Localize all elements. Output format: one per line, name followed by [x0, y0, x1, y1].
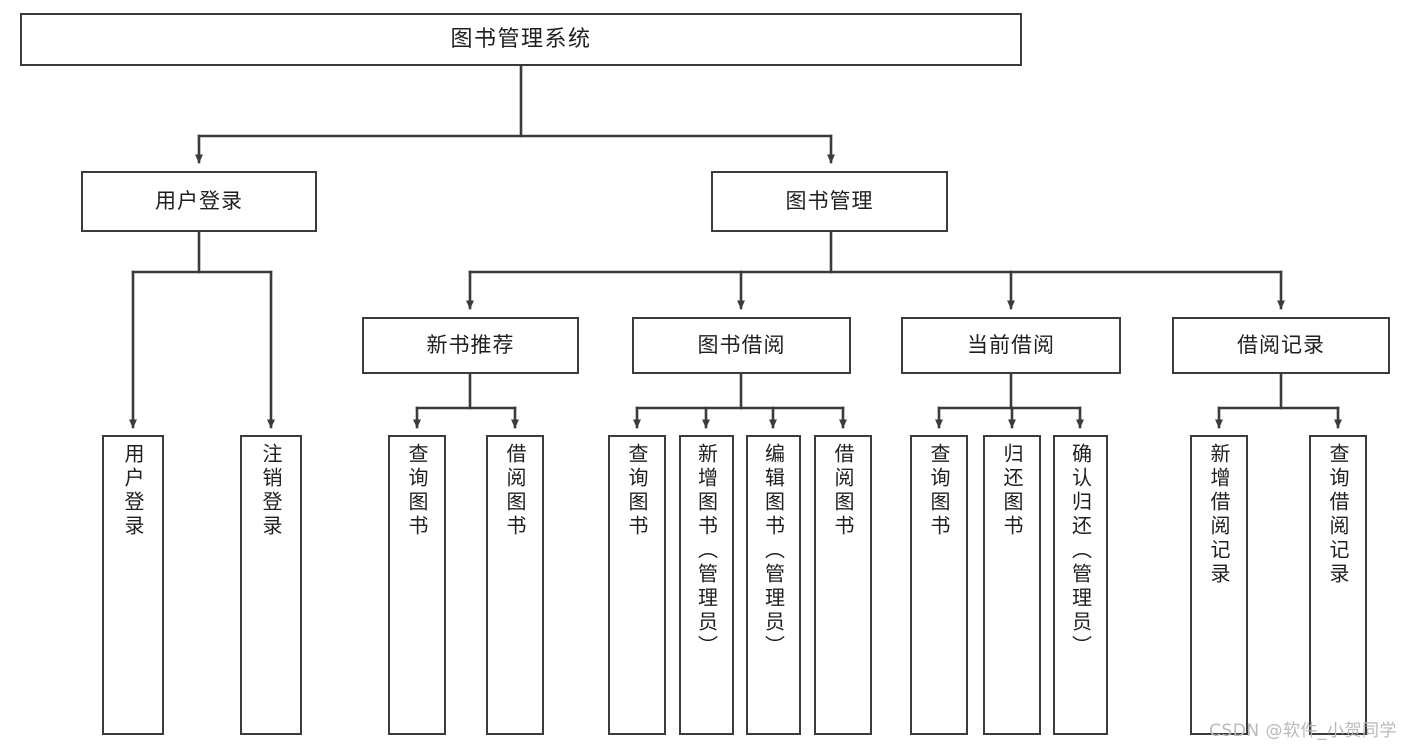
node-borrow-record[interactable]: 借阅记录: [1172, 317, 1390, 374]
node-leaf-borrow-book-2[interactable]: 借阅图书: [814, 435, 872, 735]
node-leaf-query-book-1-label: 查询图书: [405, 443, 429, 539]
node-leaf-add-borrow-record-label: 新增借阅记录: [1207, 443, 1231, 587]
node-leaf-confirm-return-admin-label: 确认归还（管理员）: [1068, 443, 1093, 659]
node-root-label: 图书管理系统: [450, 26, 592, 52]
node-leaf-query-book-2[interactable]: 查询图书: [608, 435, 666, 735]
node-leaf-return-book-label: 归还图书: [1000, 443, 1024, 539]
node-current-borrow-label: 当前借阅: [967, 333, 1055, 358]
node-leaf-query-book-3[interactable]: 查询图书: [910, 435, 968, 735]
node-root[interactable]: 图书管理系统: [20, 13, 1022, 66]
node-leaf-user-login[interactable]: 用户登录: [102, 435, 164, 735]
node-new-book-recommend[interactable]: 新书推荐: [362, 317, 579, 374]
node-user-login-label: 用户登录: [155, 189, 243, 214]
node-book-manage-label: 图书管理: [785, 189, 874, 214]
node-leaf-query-borrow-record[interactable]: 查询借阅记录: [1309, 435, 1367, 735]
node-book-borrow[interactable]: 图书借阅: [632, 317, 851, 374]
node-leaf-user-login-label: 用户登录: [121, 443, 145, 539]
node-book-manage[interactable]: 图书管理: [711, 171, 948, 232]
node-leaf-query-book-2-label: 查询图书: [625, 443, 649, 539]
node-leaf-add-book-admin-label: 新增图书（管理员）: [694, 443, 719, 659]
node-leaf-edit-book-admin[interactable]: 编辑图书（管理员）: [746, 435, 801, 735]
node-leaf-query-book-3-label: 查询图书: [927, 443, 951, 539]
node-leaf-add-borrow-record[interactable]: 新增借阅记录: [1190, 435, 1248, 735]
node-leaf-user-logout[interactable]: 注销登录: [240, 435, 302, 735]
node-leaf-edit-book-admin-label: 编辑图书（管理员）: [761, 443, 786, 659]
node-leaf-borrow-book-1[interactable]: 借阅图书: [486, 435, 544, 735]
node-leaf-query-borrow-record-label: 查询借阅记录: [1326, 443, 1350, 587]
node-new-book-recommend-label: 新书推荐: [426, 333, 515, 358]
node-book-borrow-label: 图书借阅: [697, 333, 786, 358]
node-leaf-query-book-1[interactable]: 查询图书: [388, 435, 446, 735]
node-leaf-user-logout-label: 注销登录: [259, 443, 283, 539]
node-leaf-add-book-admin[interactable]: 新增图书（管理员）: [679, 435, 734, 735]
node-current-borrow[interactable]: 当前借阅: [901, 317, 1121, 374]
node-leaf-confirm-return-admin[interactable]: 确认归还（管理员）: [1053, 435, 1108, 735]
node-user-login[interactable]: 用户登录: [81, 171, 317, 232]
node-leaf-return-book[interactable]: 归还图书: [983, 435, 1041, 735]
watermark: CSDN @软件_小贺同学: [1209, 721, 1397, 741]
node-borrow-record-label: 借阅记录: [1237, 333, 1325, 358]
node-leaf-borrow-book-2-label: 借阅图书: [831, 443, 855, 539]
node-leaf-borrow-book-1-label: 借阅图书: [503, 443, 527, 539]
